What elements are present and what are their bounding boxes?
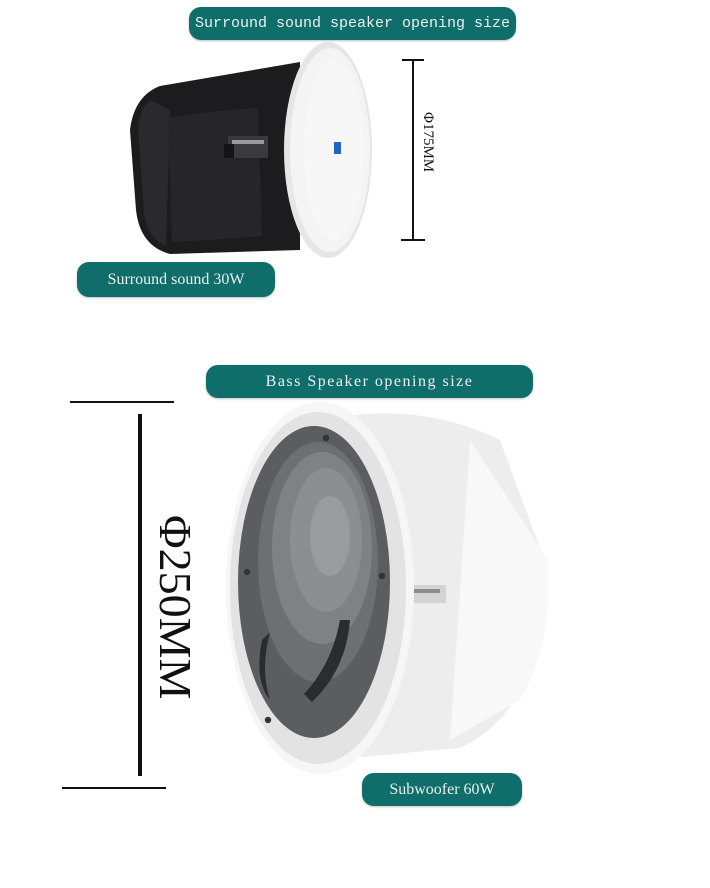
subwoofer-product-label: Subwoofer 60W bbox=[362, 773, 522, 806]
subwoofer-speaker-image bbox=[226, 402, 548, 774]
surround-dimension-label: Φ175MM bbox=[420, 112, 436, 173]
subwoofer-dimension-marker bbox=[62, 401, 174, 789]
subwoofer-dimension-label: Φ250MM bbox=[150, 515, 201, 700]
surround-opening-size-title: Surround sound speaker opening size bbox=[189, 7, 516, 40]
bass-opening-size-title: Bass Speaker opening size bbox=[206, 365, 533, 398]
surround-dimension-marker bbox=[401, 59, 425, 241]
surround-speaker-image bbox=[130, 42, 372, 258]
surround-product-label: Surround sound 30W bbox=[77, 262, 275, 297]
